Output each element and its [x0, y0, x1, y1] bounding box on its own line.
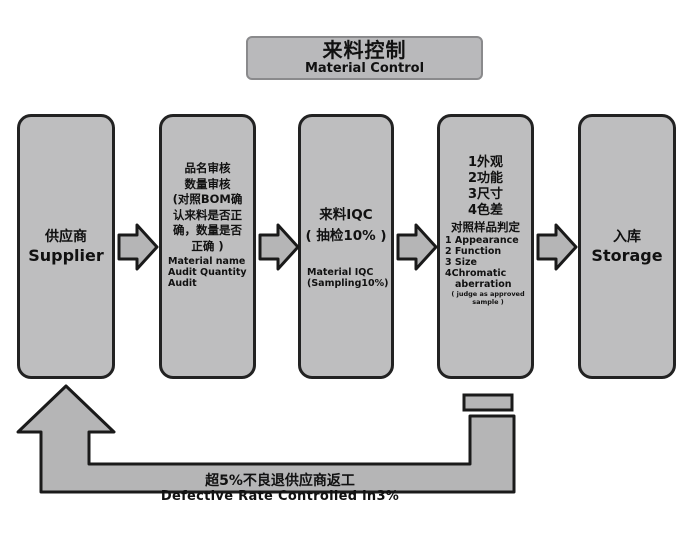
- inspection-cn-line: 1外观: [467, 155, 504, 170]
- review-en-line: Audit Quantity: [168, 267, 247, 278]
- title-cn: 来料控制: [322, 38, 407, 62]
- inspection-en-line: 1 Appearance: [445, 235, 519, 246]
- arrow-right-icon: [536, 223, 578, 271]
- inspection-cn-line: 4色差: [467, 203, 504, 218]
- inspection-en-line: 3 Size: [445, 257, 477, 268]
- inspection-cn-line: 对照样品判定: [451, 220, 520, 234]
- iqc-cn-line: ( 抽检10% ): [305, 227, 387, 244]
- inspection-box: 1外观 2功能 3尺寸 4色差 对照样品判定 1 Appearance 2 Fu…: [437, 114, 534, 379]
- review-cn-line: 正确 ): [191, 238, 224, 253]
- feedback-slot-icon: [462, 393, 514, 412]
- feedback-arrow-icon: [16, 384, 516, 494]
- review-cn-line: 认来料是否正: [173, 207, 242, 222]
- iqc-en-line: (Sampling10%): [307, 277, 389, 289]
- review-cn-line: 品名审核: [184, 161, 231, 175]
- arrow-right-icon: [117, 223, 159, 271]
- inspection-en-note: ( judge as approved sample ): [451, 290, 525, 306]
- storage-label-en: Storage: [591, 245, 663, 265]
- feedback-label-en: Defective Rate Controlled in3%: [160, 489, 400, 504]
- inspection-text-en: 1 Appearance 2 Function 3 Size 4Chromati…: [440, 235, 531, 306]
- iqc-box: 来料IQC ( 抽检10% ) Material IQC (Sampling10…: [298, 114, 394, 379]
- review-cn-line: (对照BOM确: [172, 192, 243, 206]
- inspection-en-indent: aberration: [455, 279, 512, 290]
- inspection-cn-line: 3尺寸: [467, 187, 504, 202]
- iqc-text-en: Material IQC (Sampling10%): [301, 267, 388, 289]
- iqc-text-cn: 来料IQC ( 抽检10% ): [305, 205, 386, 247]
- inspection-en-line: 2 Function: [445, 246, 502, 257]
- storage-label-cn: 入库: [613, 228, 641, 245]
- supplier-box: 供应商 Supplier: [17, 114, 115, 379]
- inspection-text-cn: 1外观 2功能 3尺寸 4色差 对照样品判定: [451, 155, 520, 235]
- arrow-right-icon: [258, 223, 300, 271]
- supplier-label-en: Supplier: [28, 245, 104, 265]
- feedback-label-cn: 超5%不良退供应商返工: [205, 473, 355, 489]
- review-cn-line: 数量审核: [184, 176, 231, 191]
- review-text-cn: 品名审核 数量审核 (对照BOM确 认来料是否正 确，数量是否 正确 ): [173, 161, 243, 254]
- inspection-cn-line: 2功能: [467, 171, 504, 186]
- review-text-en: Material name Audit Quantity Audit: [162, 256, 247, 289]
- review-en-line: Audit: [168, 278, 197, 289]
- supplier-label-cn: 供应商: [45, 228, 87, 245]
- title-box: 来料控制 Material Control: [246, 36, 483, 80]
- review-box: 品名审核 数量审核 (对照BOM确 认来料是否正 确，数量是否 正确 ) Mat…: [159, 114, 256, 379]
- review-en-line: Material name: [168, 256, 246, 267]
- title-en: Material Control: [304, 61, 425, 76]
- inspection-en-line: 4Chromatic: [445, 268, 507, 279]
- review-cn-line: 确，数量是否: [173, 223, 242, 237]
- iqc-en-line: Material IQC: [307, 266, 374, 278]
- arrow-right-icon: [396, 223, 438, 271]
- iqc-cn-line: 来料IQC: [319, 206, 373, 223]
- feedback-label: 超5%不良退供应商返工 Defective Rate Controlled in…: [0, 473, 560, 504]
- storage-box: 入库 Storage: [578, 114, 676, 379]
